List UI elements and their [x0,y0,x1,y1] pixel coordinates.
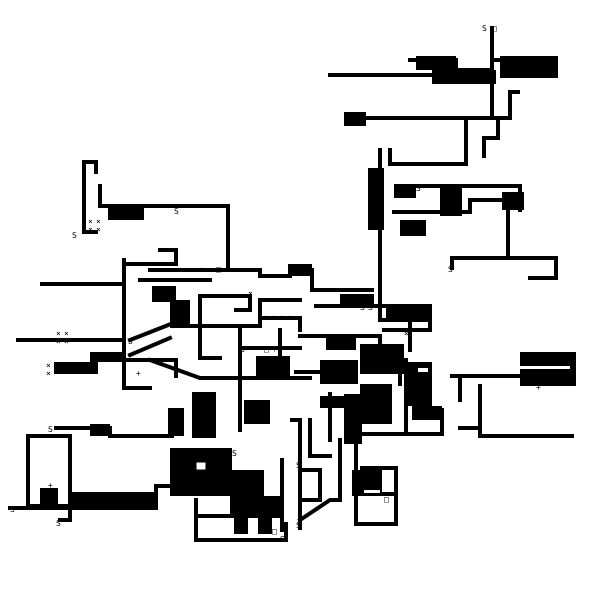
room-block [416,56,456,70]
room-block [230,496,280,516]
cross-marker: × [200,265,205,274]
room-details [195,366,570,493]
start-marker: S [416,184,421,193]
start-marker: S [328,393,333,402]
room-block [90,352,124,362]
room-block [344,394,362,444]
room-block [244,400,270,424]
room-block [360,344,404,374]
plus-marker: + [536,383,541,392]
room-block [360,384,392,424]
room-block [192,392,216,438]
room-block [258,518,272,534]
room-block [320,360,358,384]
start-marker: S [174,207,179,216]
start-marker: S [240,345,245,354]
start-marker: S [56,519,61,528]
room-block [230,470,264,496]
room-block [90,424,110,436]
cross-marker: × [56,337,61,346]
room-block [340,294,374,306]
cross-marker: × [96,217,101,226]
cross-marker: × [264,313,269,322]
cross-marker: × [288,313,293,322]
box-marker: □ [456,184,461,193]
room-block [368,168,384,230]
start-marker: S [296,461,301,470]
box-marker: □ [492,24,497,33]
room-block [326,338,356,350]
room-block [170,300,190,328]
start-marker: S [360,303,365,312]
cross-marker: × [46,369,51,378]
room-block [168,408,184,436]
room-block [54,362,98,374]
start-marker: S [232,449,237,458]
room-block [288,264,312,276]
start-marker: S [128,337,133,346]
cross-marker: × [280,313,285,322]
cross-marker: × [96,225,101,234]
cross-marker: × [64,329,69,338]
markers: S □ S S S S □ × × × × × □ × × × × × × × … [10,24,541,544]
plus-marker: + [136,369,141,378]
start-marker: S [48,425,53,434]
rooms [40,56,576,534]
plus-marker: + [48,481,53,490]
cross-marker: × [56,329,61,338]
cross-marker: × [46,361,51,370]
room-block [432,70,496,84]
cross-marker: × [88,217,93,226]
room-block [320,396,344,408]
room-block [170,448,232,496]
start-marker: S [482,24,487,33]
room-block [108,208,144,220]
cross-marker: × [248,289,253,298]
box-marker: □ [272,527,277,536]
start-marker: S [448,265,453,274]
cross-marker: × [404,329,409,338]
room-block [40,488,58,504]
room-block [386,306,430,322]
cross-marker: × [64,337,69,346]
room-block [440,186,462,216]
room-block [234,518,248,534]
cross-marker: × [272,313,277,322]
box-marker: □ [264,345,269,354]
start-marker: S [72,231,77,240]
plus-marker: + [272,345,277,354]
start-marker: S [280,535,285,544]
room-block [412,406,442,420]
start-marker: S [10,505,15,514]
room-block [344,112,366,126]
start-marker: S [368,303,373,312]
start-marker: S [184,311,189,320]
room-block [394,184,416,198]
room-block [70,492,154,510]
box-marker: □ [216,265,221,274]
corridors [8,26,574,542]
room-block [152,286,176,302]
box-marker: □ [384,495,389,504]
start-marker: S [296,521,301,530]
room-block [400,220,426,236]
room-block [502,192,524,210]
cross-marker: × [88,225,93,234]
start-marker: S [360,359,365,368]
room-block [500,56,558,78]
room-block [256,356,290,378]
